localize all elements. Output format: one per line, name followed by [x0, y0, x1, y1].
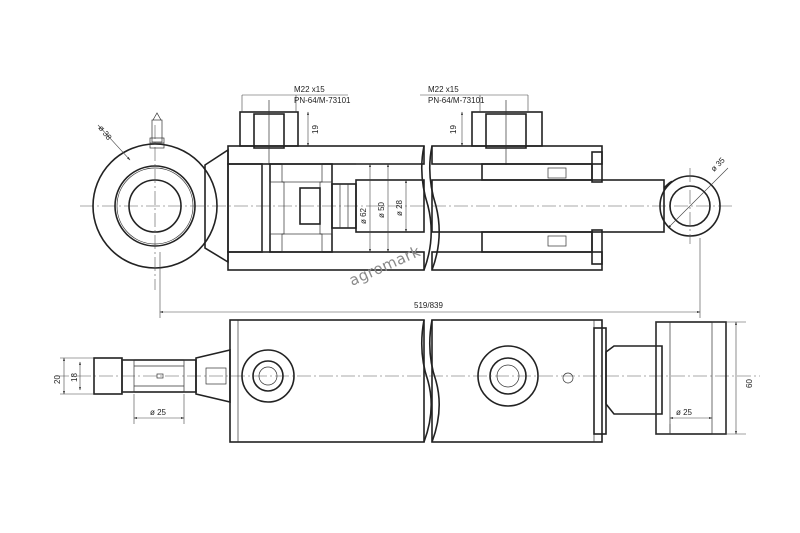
port-right-thread: M22 x15	[428, 85, 459, 94]
piston	[269, 163, 357, 253]
port-right	[471, 100, 543, 165]
port-right-standard: PN-64/M-73101	[428, 96, 485, 105]
section-view	[80, 94, 735, 318]
eye-width-right-label: 60	[745, 379, 754, 388]
rod-end-side	[605, 321, 746, 435]
pin-dia-right-label: ø 25	[676, 408, 693, 417]
port-left	[239, 100, 299, 165]
length-label: 519/839	[414, 301, 443, 310]
rear-eye	[92, 112, 229, 290]
bore-dia-label: ø 50	[377, 201, 386, 218]
port-left-thread: M22 x15	[294, 85, 325, 94]
watermark: agromark	[346, 242, 423, 290]
rod-gland	[481, 151, 603, 265]
cylinder-body-side	[229, 319, 607, 443]
bottom-height-outer-label: 20	[53, 375, 62, 384]
rear-boss-side	[93, 348, 231, 404]
port-left-standard: PN-64/M-73101	[294, 96, 351, 105]
port-right-depth: 19	[449, 125, 458, 134]
piston-dia-label: ø 62	[359, 207, 368, 224]
port-left-depth: 19	[311, 125, 320, 134]
rod-dia-label: ø 28	[395, 199, 404, 216]
eye-dia-right-label: ø 35	[709, 155, 727, 173]
bottom-height-inner-label: 18	[70, 373, 79, 382]
pin-dia-left-label: ø 25	[150, 408, 167, 417]
rod-eye	[659, 167, 729, 244]
piston-rod	[355, 163, 665, 233]
side-view	[55, 319, 760, 443]
